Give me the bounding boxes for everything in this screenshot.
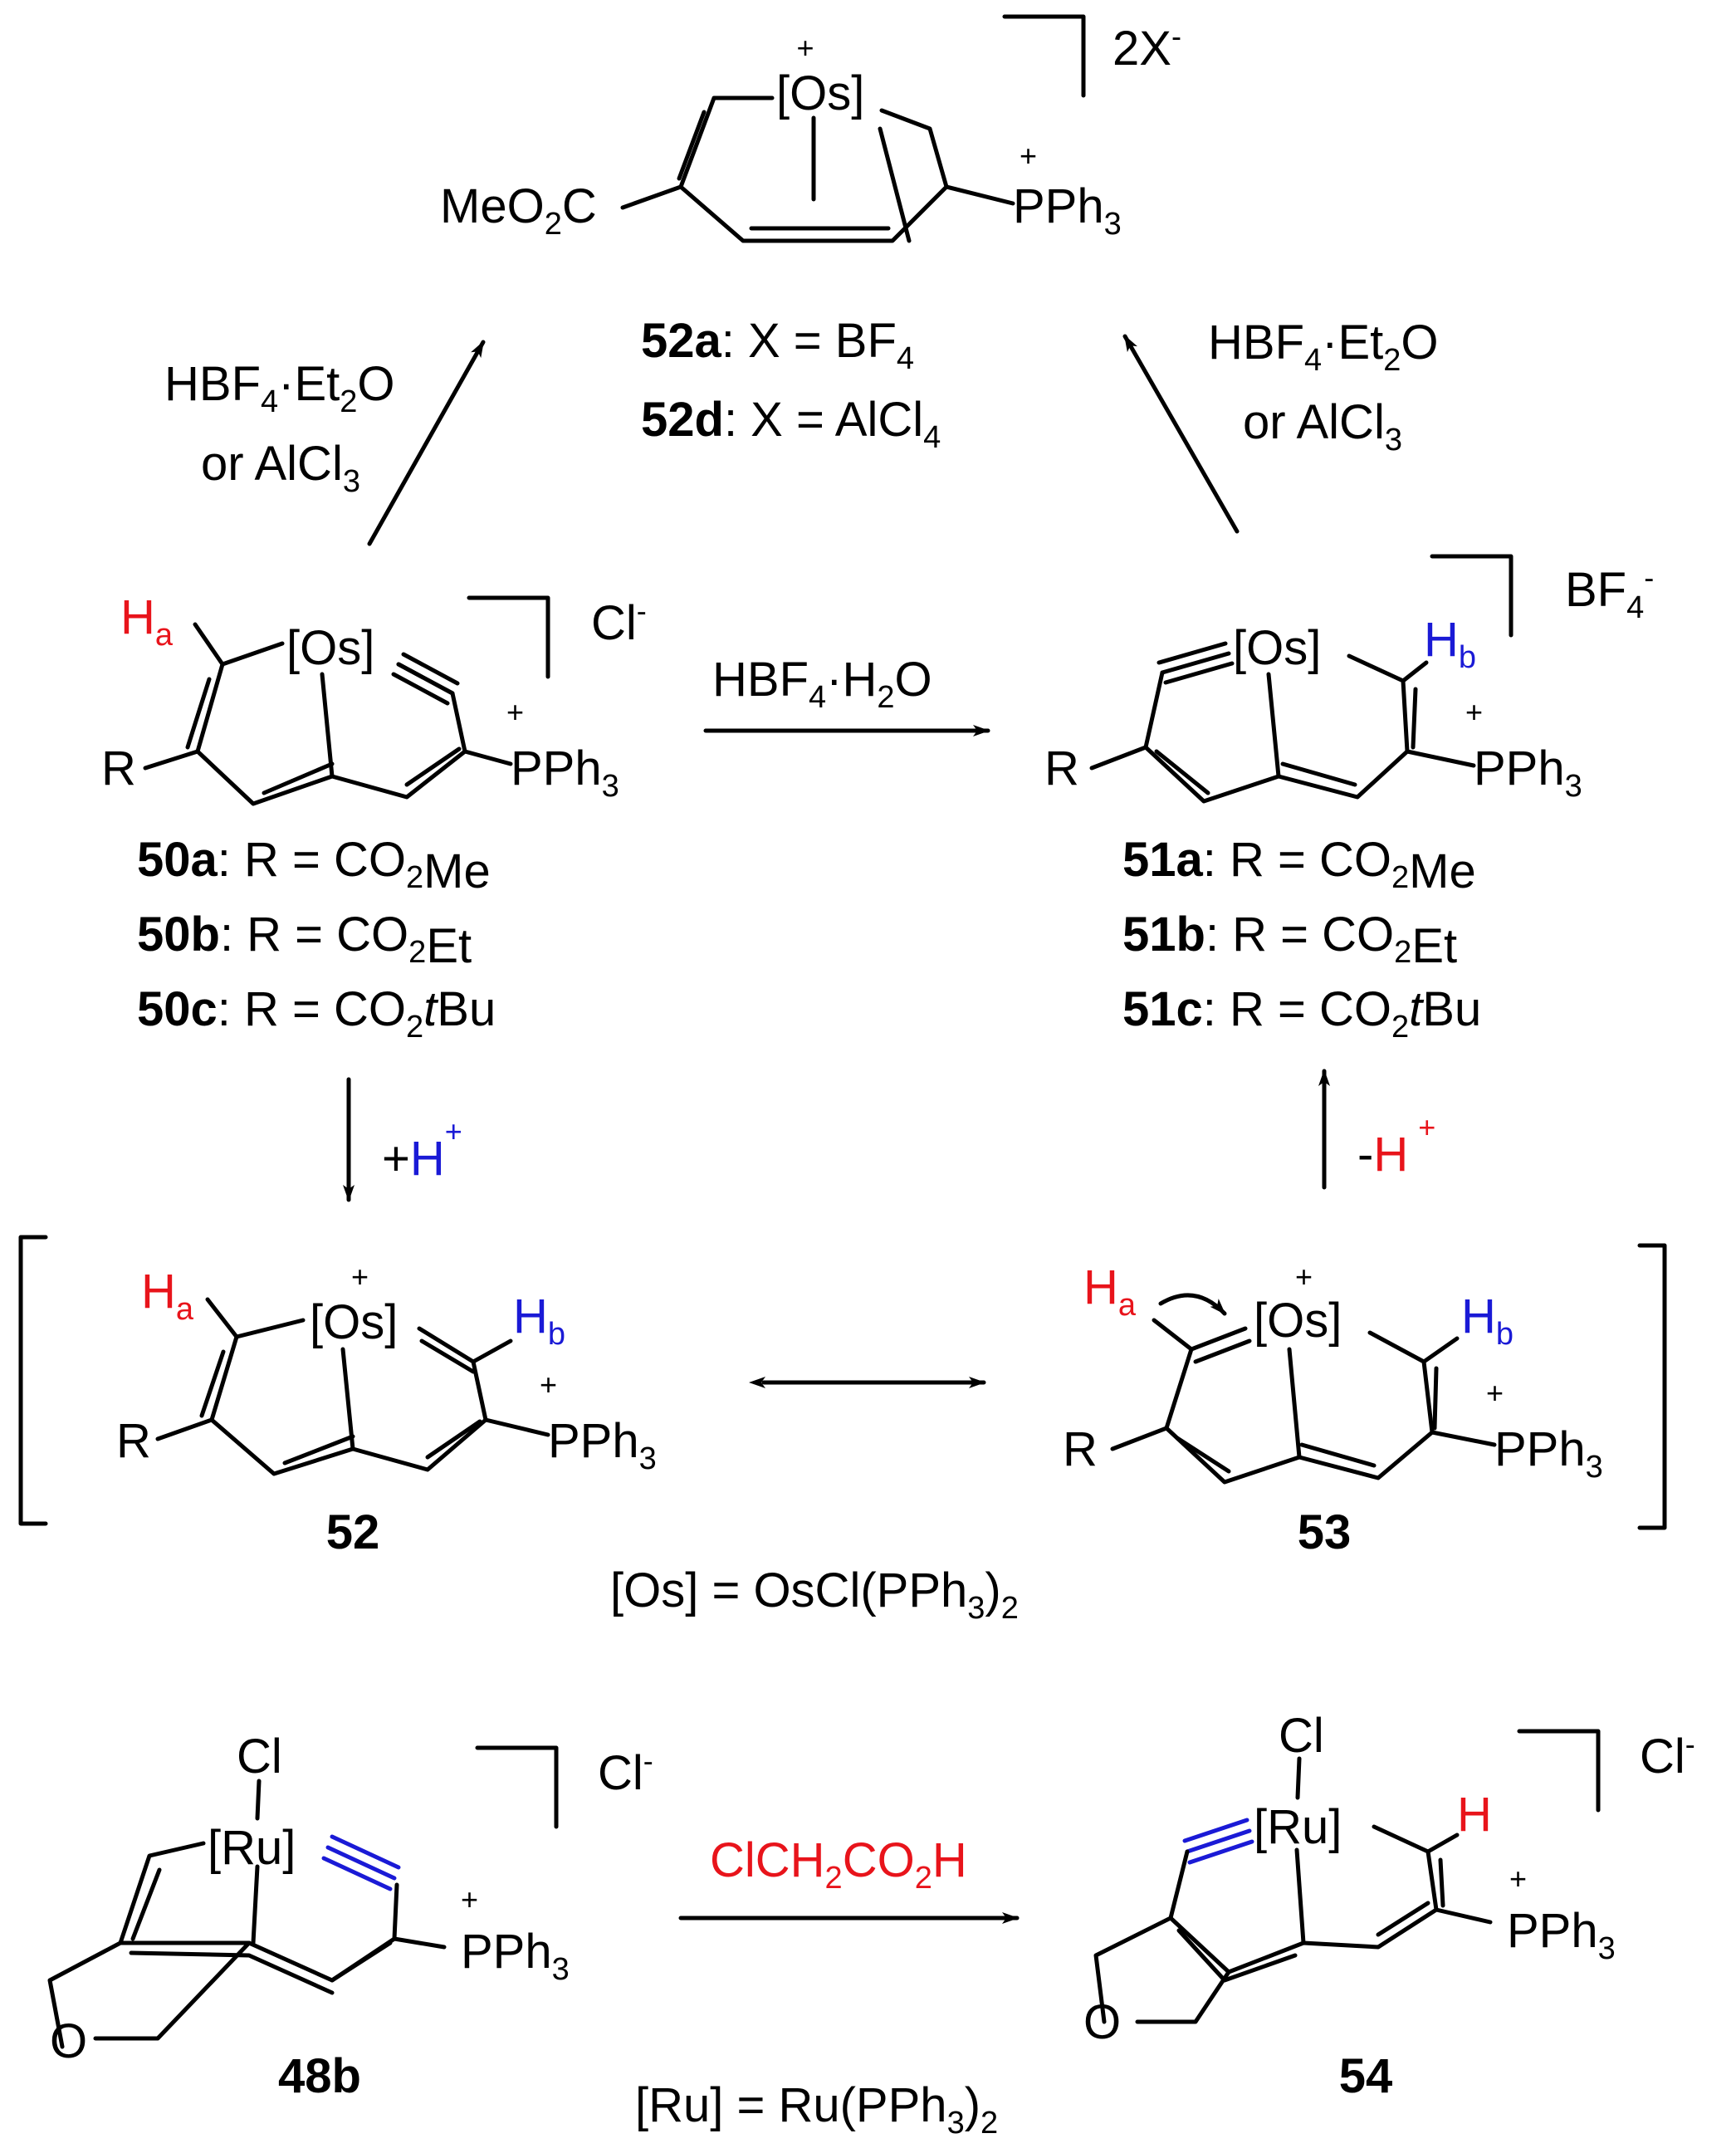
curved-arrow — [1158, 1293, 1227, 1316]
product52-counter-ion: 2X- — [1113, 19, 1181, 76]
compound54-cl: Cl — [1279, 1709, 1324, 1763]
product52-metal: [Os] — [776, 66, 864, 120]
compound48b-p-charge: + — [461, 1882, 478, 1916]
compound48b-metal: [Ru] — [208, 1821, 296, 1875]
intermediate-53-structure: Ha + [Os] Hb R + PPh3 53 — [1063, 1260, 1603, 1559]
variant-51a: 51a: R = CO2Me — [1122, 833, 1476, 898]
compound51-p-charge: + — [1465, 695, 1483, 729]
intermediate53-label: 53 — [1298, 1505, 1352, 1559]
compound51-metal: [Os] — [1233, 621, 1321, 675]
intermediate53-metal: [Os] — [1254, 1294, 1342, 1348]
compound48b-counter: Cl- — [598, 1744, 653, 1800]
variant-50b: 50b: R = CO2Et — [137, 908, 472, 973]
compound48b-oxygen: O — [50, 2014, 87, 2068]
compound54-counter: Cl- — [1640, 1727, 1695, 1784]
compound54-phosphonium: PPh3 — [1507, 1904, 1616, 1966]
compound51-counter: BF4- — [1565, 560, 1654, 625]
arrow-right-reagent-line2: or AlCl3 — [1243, 395, 1402, 458]
os-definition: [Os] = OsCl(PPh3)2 — [610, 1563, 1019, 1626]
arrow-bottom-reagent: ClCH2CO2H — [710, 1833, 967, 1896]
compound50-metal: [Os] — [286, 621, 374, 675]
step-down-label: +H+ — [382, 1114, 462, 1186]
product52-ester: MeO2C — [440, 179, 597, 242]
intermediate53-ha: Ha — [1083, 1260, 1137, 1323]
product52-phosphonium: PPh3 — [1013, 179, 1122, 242]
variant-50a: 50a: R = CO2Me — [137, 833, 491, 898]
intermediate53-charge: + — [1295, 1260, 1313, 1294]
compound51-r: R — [1044, 741, 1079, 795]
arrow-middle-reagent: HBF4·H2O — [712, 653, 932, 715]
intermediate53-phosphonium: PPh3 — [1494, 1422, 1603, 1485]
intermediate52-p-charge: + — [540, 1368, 557, 1402]
intermediate52-label: 52 — [326, 1505, 380, 1559]
compound-51-structure: [Os] Hb R + PPh3 BF4- — [1044, 554, 1654, 804]
arrow-right-reagent-line1: HBF4·Et2O — [1208, 316, 1439, 378]
intermediate52-hb: Hb — [513, 1289, 565, 1352]
arrow-50-to-52a — [367, 340, 486, 546]
compound51-hb: Hb — [1424, 613, 1476, 675]
arrow-left-reagent-line1: HBF4·Et2O — [164, 357, 395, 419]
intermediate53-hb: Hb — [1461, 1289, 1513, 1352]
compound54-oxygen: O — [1083, 1995, 1121, 2049]
variant-51b: 51b: R = CO2Et — [1122, 908, 1457, 973]
intermediate53-p-charge: + — [1486, 1376, 1504, 1410]
compound48b-cl: Cl — [237, 1730, 282, 1784]
compound48b-phosphonium: PPh3 — [461, 1925, 570, 1987]
arrow-51-to-52a — [1122, 334, 1240, 534]
variant-51c: 51c: R = CO2tBu — [1122, 982, 1481, 1045]
product-52-structure: + [Os] MeO2C + PPh3 2X- — [440, 14, 1181, 243]
product52-p-charge: + — [1020, 139, 1037, 173]
right-square-bracket — [1637, 1243, 1667, 1530]
intermediate52-ha: Ha — [141, 1265, 194, 1327]
product52-variants: 52a: X = BF4 52d: X = AlCl4 — [641, 314, 941, 455]
ru-definition: [Ru] = Ru(PPh3)2 — [635, 2078, 998, 2141]
variant-52a: 52a: X = BF4 — [641, 314, 914, 376]
compound51-variants: 51a: R = CO2Me 51b: R = CO2Et 51c: R = C… — [1122, 833, 1481, 1045]
compound50-phosphonium: PPh3 — [511, 741, 619, 804]
intermediate53-r: R — [1063, 1422, 1098, 1476]
intermediate52-metal: [Os] — [310, 1295, 398, 1349]
compound50-counter: Cl- — [591, 594, 647, 650]
compound50-ha: Ha — [120, 590, 174, 653]
compound51-phosphonium: PPh3 — [1474, 741, 1582, 804]
compound50-r: R — [101, 741, 136, 795]
product52-charge: + — [796, 31, 814, 65]
step-up-label: -H+ — [1357, 1110, 1435, 1182]
compound54-label: 54 — [1339, 2049, 1393, 2103]
compound-48b-structure: Cl [Ru] O + PPh3 Cl- 48b — [47, 1730, 653, 2103]
compound50-p-charge: + — [506, 695, 524, 729]
intermediate52-phosphonium: PPh3 — [548, 1414, 657, 1476]
left-square-bracket — [18, 1235, 48, 1526]
compound54-h: H — [1457, 1788, 1492, 1842]
variant-50c: 50c: R = CO2tBu — [137, 982, 496, 1045]
compound54-p-charge: + — [1509, 1862, 1527, 1896]
variant-52d: 52d: X = AlCl4 — [641, 393, 941, 455]
intermediate-52-structure: Ha + [Os] Hb R + PPh3 52 — [116, 1260, 657, 1559]
intermediate52-r: R — [116, 1414, 151, 1468]
compound-50-structure: Ha [Os] R + PPh3 Cl- — [101, 590, 647, 806]
intermediate52-charge: + — [351, 1260, 369, 1294]
arrow-left-reagent-line2: or AlCl3 — [201, 437, 360, 499]
compound-54-structure: Cl [Ru] H O + PPh3 Cl- 54 — [1083, 1709, 1695, 2103]
compound48b-label: 48b — [278, 2049, 361, 2103]
compound54-metal: [Ru] — [1254, 1800, 1342, 1854]
compound50-variants: 50a: R = CO2Me 50b: R = CO2Et 50c: R = C… — [137, 833, 496, 1045]
